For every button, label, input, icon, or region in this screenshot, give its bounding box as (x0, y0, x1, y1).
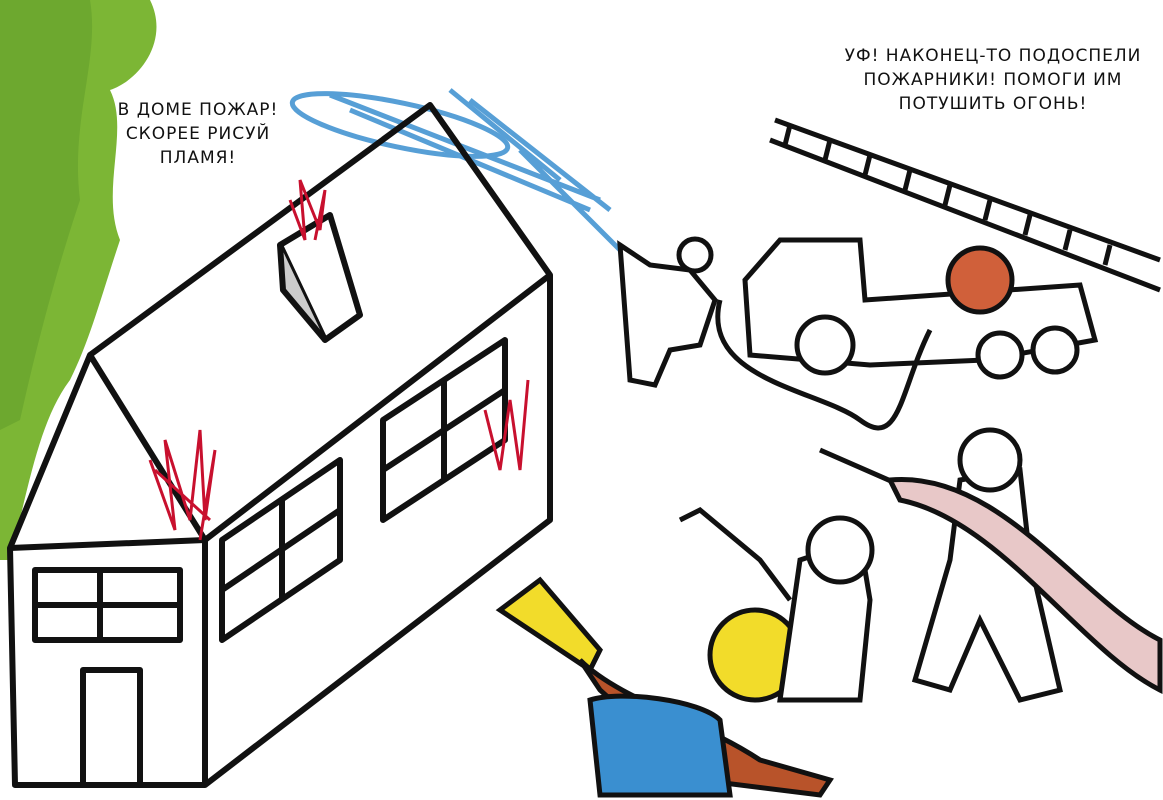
caption-right-line-1: УФ! НАКОНЕЦ-ТО ПОДОСПЕЛИ (844, 46, 1142, 66)
caption-left-line-3: ПЛАМЯ! (159, 148, 237, 168)
flame-scribbles (148, 179, 530, 541)
caption-left-line-2: СКОРЕЕ РИСУЙ (125, 124, 271, 144)
firefighters-group-icon (495, 427, 1163, 798)
house-icon (7, 102, 553, 788)
caption-left: В ДОМЕ ПОЖАР! СКОРЕЕ РИСУЙ ПЛАМЯ! (108, 98, 288, 170)
fire-truck-icon (715, 117, 1161, 431)
caption-right-line-3: ПОТУШИТЬ ОГОНЬ! (898, 94, 1088, 114)
caption-right: УФ! НАКОНЕЦ-ТО ПОДОСПЕЛИ ПОЖАРНИКИ! ПОМО… (838, 44, 1148, 116)
green-paint (0, 0, 157, 560)
caption-left-line-1: В ДОМЕ ПОЖАР! (117, 100, 279, 120)
caption-right-line-2: ПОЖАРНИКИ! ПОМОГИ ИМ (863, 70, 1123, 90)
water-stream-icon (289, 88, 622, 252)
firefighter-with-hose-icon (617, 236, 718, 388)
